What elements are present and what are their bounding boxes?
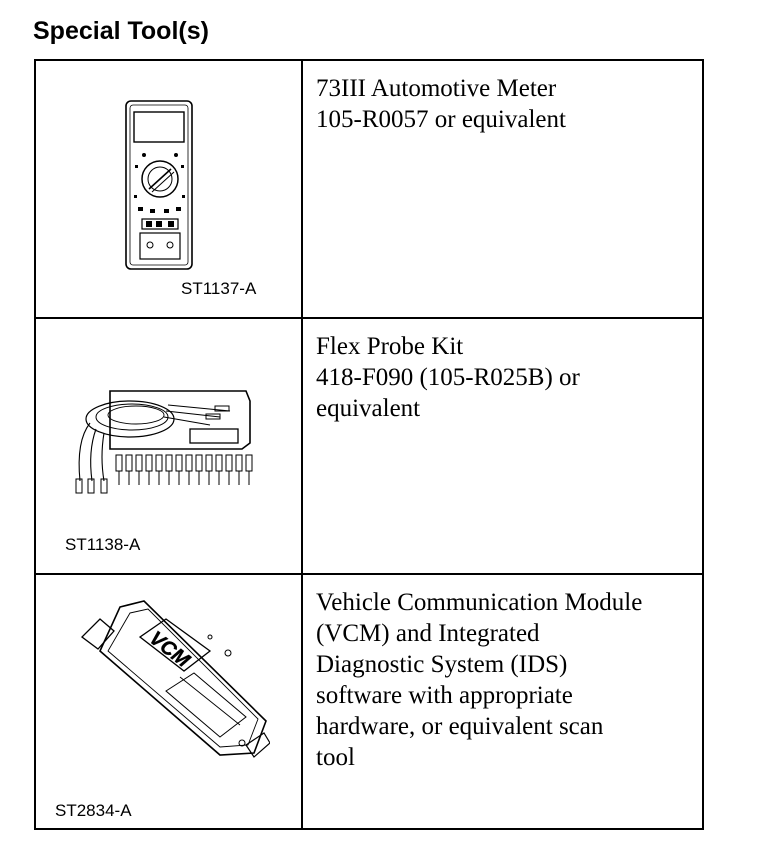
tool-equivalent-note: equivalent: [316, 395, 421, 422]
tool-system-name: Diagnostic System (IDS): [316, 651, 568, 678]
tool-row-vcm: VCM ST2834-A Vehicle Communication Modul…: [36, 575, 702, 828]
tool-name: Flex Probe Kit: [316, 333, 464, 360]
illustration-code: ST2834-A: [55, 801, 132, 820]
tool-description-cell: Vehicle Communication Module (VCM) and I…: [303, 575, 702, 828]
tool-hardware-note: hardware, or equivalent scan: [316, 713, 604, 740]
tool-illustration-cell: ST1137-A: [36, 61, 303, 317]
page-title: Special Tool(s): [33, 17, 209, 45]
tool-illustration-cell: VCM ST2834-A: [36, 575, 303, 828]
tool-name-continued: (VCM) and Integrated: [316, 620, 540, 647]
illustration-code: ST1138-A: [65, 535, 141, 554]
tool-software-note: software with appropriate: [316, 682, 573, 709]
tool-row-flex-probe-kit: ST1138-A Flex Probe Kit 418-F090 (105-R0…: [36, 319, 702, 575]
tool-name: Vehicle Communication Module: [316, 589, 643, 616]
special-tools-table: ST1137-A 73III Automotive Meter 105-R005…: [34, 59, 704, 830]
tool-row-automotive-meter: ST1137-A 73III Automotive Meter 105-R005…: [36, 61, 702, 319]
probe-kit-illustration: [75, 390, 253, 494]
tool-equivalent-note: tool: [316, 744, 355, 771]
tool-description-cell: 73III Automotive Meter 105-R0057 or equi…: [303, 61, 702, 317]
tool-part-number: 105-R0057 or equivalent: [316, 106, 566, 133]
tool-illustration-cell: ST1138-A: [36, 319, 303, 573]
multimeter-illustration: [125, 100, 193, 270]
vcm-module-illustration: VCM: [81, 600, 270, 758]
tool-description-cell: Flex Probe Kit 418-F090 (105-R025B) or e…: [303, 319, 702, 573]
tool-name: 73III Automotive Meter: [316, 75, 557, 102]
illustration-code: ST1137-A: [181, 279, 257, 298]
tool-part-number: 418-F090 (105-R025B) or: [316, 364, 580, 391]
